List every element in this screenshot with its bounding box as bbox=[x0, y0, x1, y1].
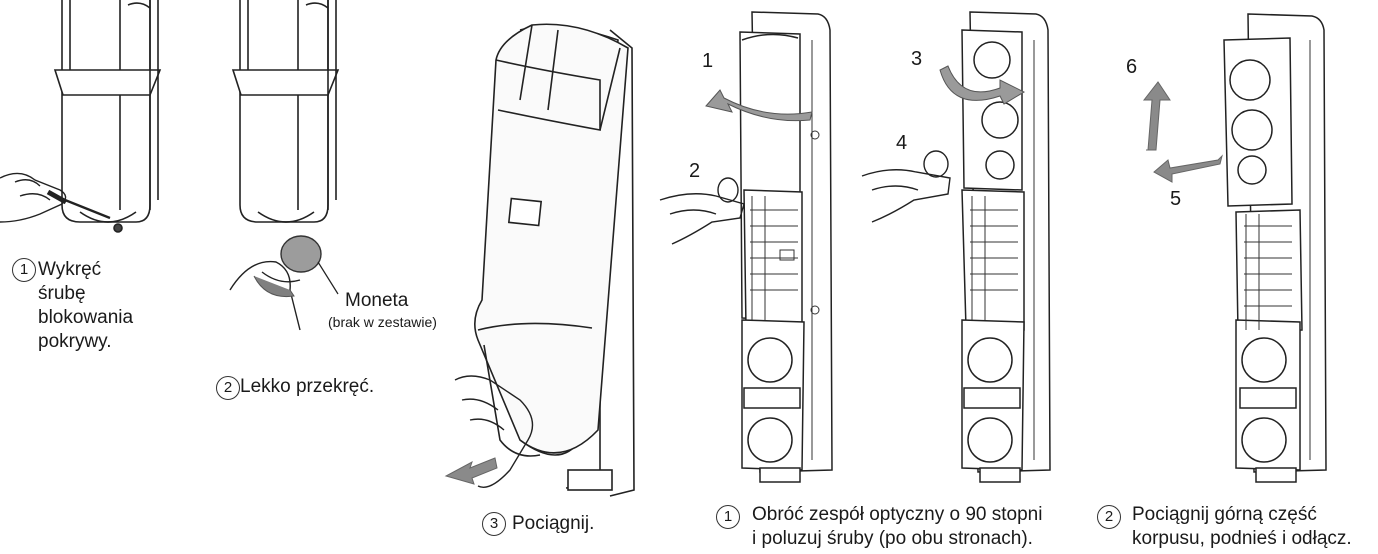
panel3-pull-arrow bbox=[444, 457, 498, 485]
panel2-detector bbox=[231, 0, 340, 223]
panel6-details bbox=[1244, 40, 1311, 460]
step1-line1: Wykręć bbox=[38, 259, 102, 280]
optics-caption-line2: i poluzuj śruby (po obu stronach). bbox=[752, 528, 1033, 549]
panel4-details bbox=[750, 40, 820, 460]
optics-caption-line1: Obróć zespół optyczny o 90 stopni bbox=[752, 504, 1043, 525]
panel5-hand bbox=[861, 150, 951, 223]
optics-arrow-label-4: 4 bbox=[896, 132, 908, 154]
panel3-hand bbox=[454, 375, 534, 488]
coin-label: Moneta bbox=[345, 290, 409, 311]
panel4-unit bbox=[739, 11, 833, 483]
panel2-coin-hand bbox=[229, 235, 339, 331]
step2-number: 2 bbox=[216, 376, 240, 400]
panel6-unit bbox=[1223, 13, 1327, 483]
body-arrow-label-6: 6 bbox=[1126, 56, 1138, 78]
panel4-hand bbox=[659, 177, 745, 245]
step1-line4: pokrywy. bbox=[38, 331, 112, 352]
optics-arrow-label-3: 3 bbox=[911, 48, 923, 70]
optics-arrow-label-2: 2 bbox=[689, 160, 701, 182]
step1-line3: blokowania bbox=[38, 307, 134, 328]
step1-line2: śrubę bbox=[38, 283, 86, 304]
panel3-cover bbox=[474, 23, 629, 457]
step2-text: Lekko przekręć. bbox=[240, 376, 375, 397]
body-caption-number: 2 bbox=[1097, 505, 1121, 529]
body-caption-line1: Pociągnij górną część bbox=[1132, 504, 1317, 525]
panel6-detach-arrow bbox=[1153, 154, 1223, 183]
step3-number: 3 bbox=[482, 512, 506, 536]
step1-number: 1 bbox=[12, 258, 36, 282]
coin-note: (brak w zestawie) bbox=[328, 314, 437, 330]
body-caption-line2: korpusu, podnieś i odłącz. bbox=[1132, 528, 1352, 549]
panel1-hand-screwdriver bbox=[0, 172, 111, 223]
panel6-lift-arrow bbox=[1142, 81, 1171, 151]
panel1-detector bbox=[53, 0, 162, 233]
step3-text: Pociągnij. bbox=[512, 513, 595, 534]
optics-arrow-label-1: 1 bbox=[702, 50, 714, 72]
body-arrow-label-5: 5 bbox=[1170, 188, 1182, 210]
panel5-details bbox=[970, 40, 1035, 460]
optics-caption-number: 1 bbox=[716, 505, 740, 529]
panel5-rotate-arrow bbox=[939, 65, 1026, 105]
panel4-rotate-arrow bbox=[705, 89, 813, 122]
